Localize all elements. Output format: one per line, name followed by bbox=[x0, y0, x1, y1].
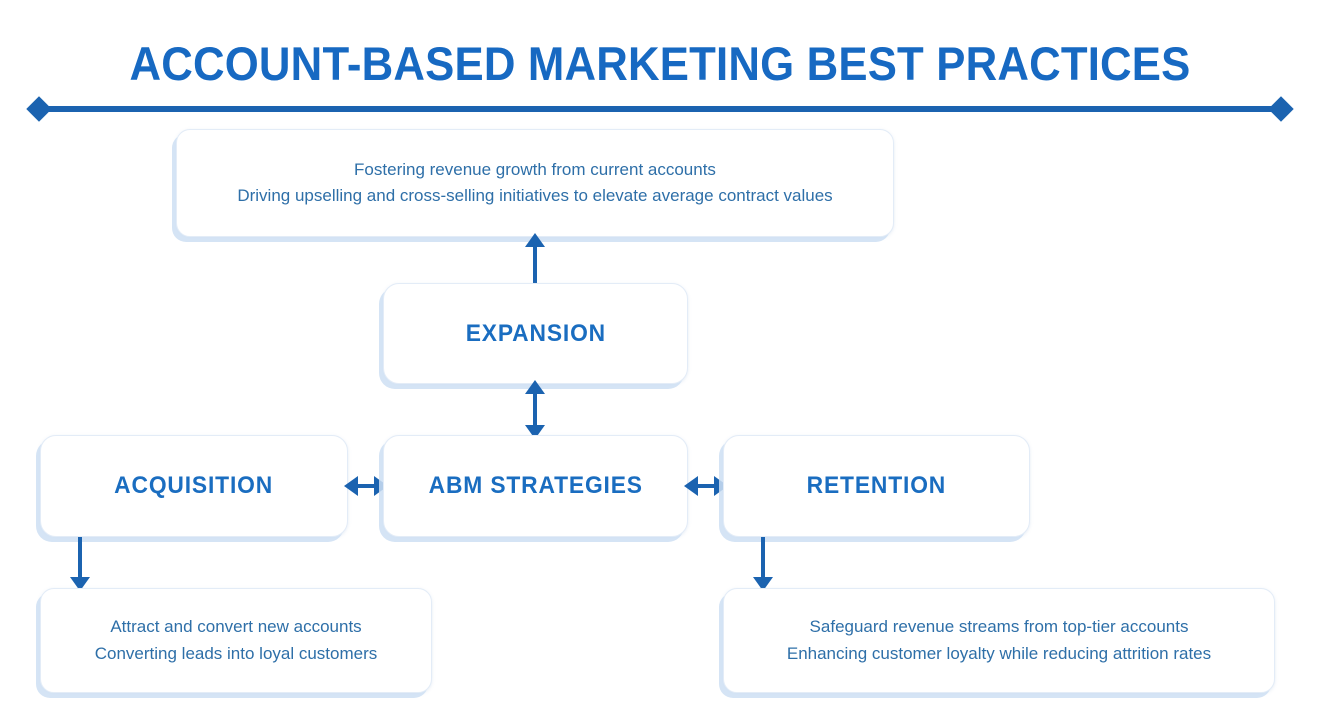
expansion-description-text: Fostering revenue growth from current ac… bbox=[237, 157, 832, 210]
arrow-up-icon bbox=[525, 380, 545, 394]
diamond-right-icon bbox=[1268, 96, 1294, 122]
node-expansion-label: EXPANSION bbox=[465, 319, 606, 347]
acquisition-description-box: Attract and convert new accounts Convert… bbox=[40, 588, 432, 693]
node-retention[interactable]: RETENTION bbox=[723, 435, 1030, 537]
expansion-description-line-2: Driving upselling and cross-selling init… bbox=[237, 186, 833, 205]
node-abm-strategies[interactable]: ABM STRATEGIES bbox=[383, 435, 688, 537]
connector-line bbox=[533, 393, 537, 426]
node-retention-label: RETENTION bbox=[806, 472, 947, 499]
retention-description-text: Safeguard revenue streams from top-tier … bbox=[787, 614, 1211, 667]
connector-acquisition-to-abm bbox=[344, 460, 388, 512]
connector-acquisition-to-description bbox=[50, 537, 110, 591]
acquisition-description-text: Attract and convert new accounts Convert… bbox=[95, 614, 378, 667]
retention-description-line-1: Safeguard revenue streams from top-tier … bbox=[809, 617, 1189, 637]
page-title: ACCOUNT-BASED MARKETING BEST PRACTICES bbox=[129, 37, 1191, 90]
connector-line bbox=[697, 484, 715, 488]
connector-abm-to-retention bbox=[684, 460, 728, 512]
connector-line bbox=[78, 537, 82, 577]
acquisition-description-line-1: Attract and convert new accounts bbox=[110, 617, 362, 637]
arrow-down-icon bbox=[70, 577, 90, 591]
node-acquisition[interactable]: ACQUISITION bbox=[40, 435, 348, 537]
node-acquisition-label: ACQUISITION bbox=[114, 472, 274, 499]
acquisition-description-line-2: Converting leads into loyal customers bbox=[94, 643, 378, 663]
arrow-left-icon bbox=[684, 476, 698, 496]
retention-description-line-2: Enhancing customer loyalty while reducin… bbox=[786, 643, 1212, 663]
node-expansion[interactable]: EXPANSION bbox=[383, 283, 688, 384]
connector-line bbox=[357, 484, 375, 488]
title-divider bbox=[26, 96, 1294, 122]
retention-description-box: Safeguard revenue streams from top-tier … bbox=[723, 588, 1275, 693]
expansion-description-box: Fostering revenue growth from current ac… bbox=[176, 129, 894, 237]
connector-expansion-to-description bbox=[505, 233, 565, 287]
node-abm-strategies-label: ABM STRATEGIES bbox=[428, 472, 643, 499]
divider-bar bbox=[44, 106, 1276, 112]
arrow-left-icon bbox=[344, 476, 358, 496]
connector-retention-to-description bbox=[733, 537, 793, 591]
expansion-description-line-1: Fostering revenue growth from current ac… bbox=[354, 159, 716, 179]
arrow-down-icon bbox=[753, 577, 773, 591]
arrow-up-icon bbox=[525, 233, 545, 247]
connector-line bbox=[533, 245, 537, 287]
connector-abm-to-expansion bbox=[505, 380, 565, 439]
connector-line bbox=[761, 537, 765, 577]
